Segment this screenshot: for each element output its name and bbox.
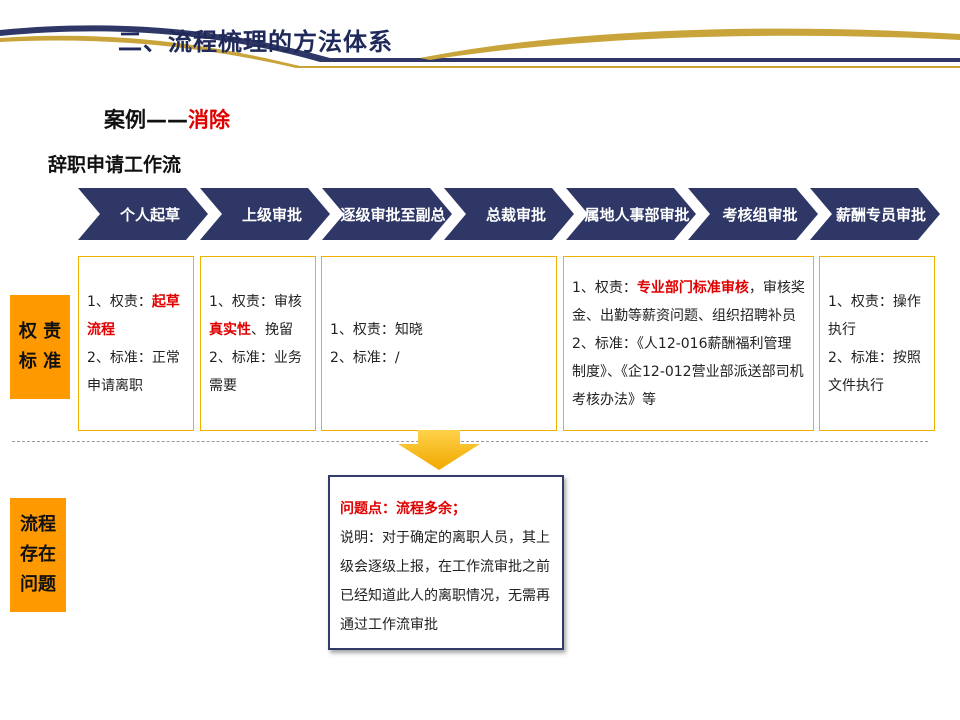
- side-label-line: 问题: [20, 574, 56, 595]
- process-step-4: 总裁审批: [444, 188, 574, 240]
- chevron-shape: [810, 188, 940, 240]
- box-highlight: 专业部门标准审核: [636, 279, 749, 296]
- case-heading: 案例——消除: [104, 104, 230, 134]
- chevron-shape: [78, 188, 208, 240]
- box-text: 2、标准：/: [330, 349, 400, 366]
- responsibility-box-2: 1、权责：审核真实性、挽留 2、标准：业务需要: [200, 256, 316, 431]
- side-label-line: 标 准: [18, 351, 62, 372]
- issue-box: 问题点：流程多余； 说明：对于确定的离职人员，其上级会逐级上报，在工作流审批之前…: [328, 475, 564, 650]
- box-text: 2、标准：《人12-016薪酬福利管理制度》、《企12-012营业部派送部司机考…: [572, 335, 804, 408]
- chevron-shape: [688, 188, 818, 240]
- box-text: 2、标准：按照文件执行: [828, 349, 921, 394]
- box-highlight: 真实性: [209, 321, 251, 338]
- process-step-6: 考核组审批: [688, 188, 818, 240]
- chevron-shape: [322, 188, 452, 240]
- process-step-label: 个人起草: [119, 205, 180, 224]
- case-highlight: 消除: [188, 108, 230, 132]
- process-step-3: 逐级审批至副总: [322, 188, 452, 240]
- case-prefix: 案例——: [104, 108, 188, 132]
- chevron-shape: [566, 188, 696, 240]
- process-step-2: 上级审批: [200, 188, 330, 240]
- box-text: 、挽留: [251, 321, 293, 338]
- box-text: ，审核奖金、出勤等薪资问题、组织招聘补员: [572, 279, 805, 324]
- responsibility-box-5: 1、权责：操作执行 2、标准：按照文件执行: [819, 256, 935, 431]
- responsibility-box-4: 1、权责：专业部门标准审核，审核奖金、出勤等薪资问题、组织招聘补员 2、标准：《…: [563, 256, 814, 431]
- box-text: 1、权责：: [572, 279, 637, 296]
- issue-description: 说明：对于确定的离职人员，其上级会逐级上报，在工作流审批之前已经知道此人的离职情…: [340, 530, 550, 633]
- responsibility-box-1: 1、权责：起草流程 2、标准：正常申请离职: [78, 256, 194, 431]
- workflow-title: 辞职申请工作流: [48, 154, 182, 176]
- side-label-line: 流程: [20, 514, 56, 535]
- box-text: 1、权责：: [87, 293, 152, 310]
- box-highlight: 起草流程: [87, 293, 180, 338]
- chevron-shape: [444, 188, 574, 240]
- responsibility-box-3: 1、权责：知晓 2、标准：/: [321, 256, 557, 431]
- box-text: 1、权责：操作执行: [828, 293, 921, 338]
- section-divider: [12, 441, 928, 442]
- box-text: 2、标准：正常申请离职: [87, 349, 180, 394]
- process-step-label: 上级审批: [241, 205, 302, 224]
- box-text: 1、权责：知晓: [330, 321, 423, 338]
- header-swoosh: [0, 25, 960, 68]
- chevron-shape: [200, 188, 330, 240]
- process-step-label: 总裁审批: [485, 205, 546, 224]
- process-step-7: 薪酬专员审批: [810, 188, 940, 240]
- side-label-responsibility: 权 责 标 准: [10, 295, 70, 399]
- side-label-problem: 流程 存在 问题: [10, 498, 66, 612]
- process-step-label: 考核组审批: [722, 205, 798, 224]
- page-title: 二、流程梳理的方法体系: [118, 28, 393, 56]
- side-label-line: 存在: [20, 544, 56, 565]
- process-step-5: 属地人事部审批: [566, 188, 696, 240]
- process-step-label: 薪酬专员审批: [835, 205, 926, 224]
- process-step-1: 个人起草: [78, 188, 208, 240]
- process-step-label: 属地人事部审批: [584, 205, 690, 224]
- arrow-down-icon: [398, 430, 480, 470]
- process-step-label: 逐级审批至副总: [340, 205, 446, 224]
- box-text: 1、权责：审核: [209, 293, 302, 310]
- box-text: 2、标准：业务需要: [209, 349, 302, 394]
- issue-heading: 问题点：流程多余；: [340, 501, 466, 517]
- side-label-line: 权 责: [18, 321, 62, 342]
